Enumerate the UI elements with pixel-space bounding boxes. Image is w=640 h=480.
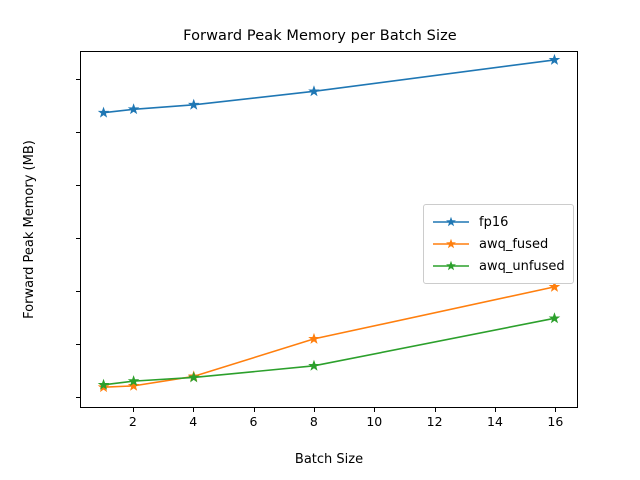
- series-line: [103, 286, 555, 388]
- series-line: [103, 59, 555, 114]
- data-point-marker: [548, 53, 561, 65]
- y-tick-mark: [76, 131, 80, 133]
- data-point-marker: [548, 312, 561, 324]
- data-point-marker: [127, 375, 140, 387]
- data-point-marker: [127, 103, 140, 115]
- data-point-marker: [308, 359, 320, 371]
- x-tick-label: 8: [309, 414, 318, 429]
- x-tick-mark: [132, 408, 134, 412]
- x-tick-mark: [193, 408, 195, 412]
- x-tick-mark: [313, 408, 315, 412]
- series-fp16: [97, 53, 561, 118]
- x-tick-label: 16: [547, 414, 564, 429]
- data-point-marker: [97, 378, 110, 390]
- x-tick-mark: [555, 408, 557, 412]
- y-tick-mark: [76, 291, 80, 293]
- x-tick-mark: [495, 408, 496, 412]
- x-tick-label: 4: [189, 414, 198, 429]
- legend-swatch: [433, 260, 469, 271]
- y-tick-mark: [76, 344, 80, 346]
- data-point-marker: [308, 85, 320, 97]
- series-awq_unfused: [97, 312, 561, 390]
- data-point-marker: [548, 280, 561, 292]
- data-point-marker: [187, 98, 200, 110]
- x-tick-label: 6: [249, 414, 258, 429]
- legend-item-awq_unfused: awq_unfused: [431, 255, 565, 277]
- legend: fp16 awq_fused awq_unfused: [423, 204, 574, 284]
- x-tick-label: 2: [128, 414, 137, 429]
- legend-label: fp16: [479, 214, 509, 230]
- series-line: [103, 317, 555, 386]
- x-tick-label: 14: [487, 414, 503, 429]
- y-tick-mark: [76, 397, 80, 399]
- x-tick-mark: [253, 408, 255, 412]
- series-awq_fused: [97, 280, 561, 393]
- plot-area: [80, 51, 578, 408]
- legend-swatch: [433, 216, 469, 227]
- legend-label: awq_unfused: [479, 258, 565, 274]
- y-axis-label: Forward Peak Memory (MB): [22, 140, 37, 319]
- chart-title: Forward Peak Memory per Batch Size: [183, 28, 457, 44]
- x-tick-label: 10: [366, 414, 383, 429]
- x-tick-mark: [374, 408, 376, 412]
- data-point-marker: [308, 332, 320, 344]
- legend-label: awq_fused: [479, 236, 549, 252]
- y-tick-mark: [76, 185, 80, 187]
- x-tick-label: 12: [426, 414, 443, 429]
- x-axis-label: Batch Size: [294, 452, 364, 467]
- legend-item-awq_fused: awq_fused: [431, 233, 565, 255]
- y-tick-mark: [76, 238, 80, 240]
- data-point-marker: [187, 371, 200, 383]
- legend-item-fp16: fp16: [431, 211, 565, 233]
- data-point-marker: [127, 379, 140, 391]
- series-lines: [97, 53, 561, 393]
- x-tick-mark: [434, 408, 436, 412]
- y-tick-mark: [76, 78, 80, 80]
- legend-swatch: [433, 238, 469, 249]
- data-point-marker: [97, 106, 110, 118]
